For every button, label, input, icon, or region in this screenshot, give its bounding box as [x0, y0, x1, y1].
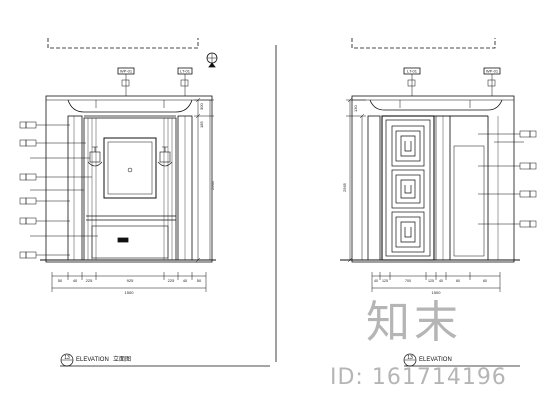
left-height-dim-2: 185 — [199, 121, 204, 128]
right-wall-outline — [351, 95, 515, 263]
right-ceiling-marker — [351, 38, 496, 49]
right-overall-width: 1500 — [432, 290, 442, 295]
right-bottom-dim: 60 — [483, 279, 487, 283]
watermark-id: ID: 161714196 — [330, 365, 507, 390]
left-console — [91, 225, 169, 259]
right-bottom-dim: 700 — [405, 279, 411, 283]
right-top-tag-2: WP-01 — [486, 69, 499, 74]
left-ceiling-marker — [47, 38, 199, 49]
right-bottom-dim: 60 — [456, 279, 460, 283]
right-height-dim-2: 2565 — [342, 182, 347, 192]
right-bottom-dim: 40 — [439, 279, 443, 283]
right-wall-sconce — [157, 146, 173, 167]
left-bottom-dim: 225 — [168, 278, 175, 283]
left-height-dim-3: 2565 — [210, 180, 215, 190]
left-title-number: 13 — [64, 355, 70, 361]
right-bottom-dim: 125 — [428, 279, 434, 283]
right-title-number: 13 — [407, 355, 413, 361]
left-elevation: WP-01 LT-01 — [19, 38, 270, 367]
door-fretwork — [391, 125, 425, 253]
right-height-dim-1: 130 — [353, 105, 358, 112]
left-wall-sconce — [87, 146, 103, 167]
left-overall-width: 1500 — [125, 290, 135, 295]
right-title-en: ELEVATION — [419, 357, 452, 363]
right-elevation: LT-01 WP-01 — [340, 38, 537, 367]
left-wall-outline — [45, 95, 213, 263]
left-bottom-dim: 50 — [58, 278, 63, 283]
right-top-tag-1: LT-01 — [407, 69, 418, 74]
left-top-tag-2: LT-01 — [180, 69, 191, 74]
left-bottom-dim: 40 — [183, 278, 188, 283]
watermark-logo: 知末 — [366, 297, 462, 348]
left-bottom-dim: 225 — [86, 278, 93, 283]
right-door — [381, 115, 435, 261]
right-bottom-dim: 125 — [382, 279, 388, 283]
left-bottom-dim: 50 — [197, 278, 202, 283]
left-mirror — [103, 137, 157, 199]
right-bottom-dim: 40 — [374, 279, 378, 283]
left-title-cn: 立面图 — [113, 355, 131, 363]
left-title-en: ELEVATION — [76, 357, 109, 363]
left-bottom-dim: 40 — [73, 278, 78, 283]
left-bottom-dim: 925 — [127, 278, 134, 283]
left-top-tag-1: WP-01 — [120, 69, 133, 74]
left-height-dim-1: 300 — [199, 103, 204, 110]
